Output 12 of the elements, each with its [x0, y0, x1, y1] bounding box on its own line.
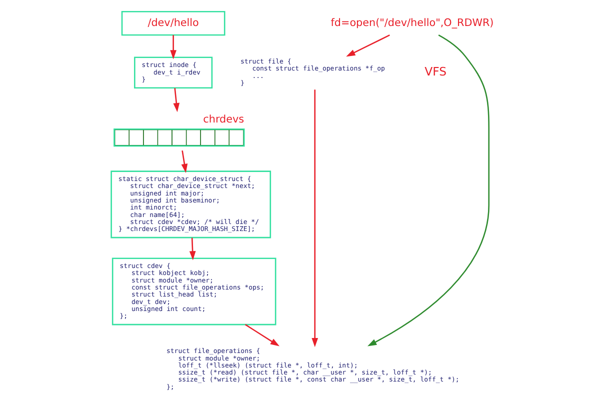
arrow: [173, 88, 180, 112]
arrow: [181, 150, 188, 172]
arrow: [346, 34, 390, 56]
node-text: fd=open("/dev/hello",O_RDWR): [330, 16, 494, 28]
label: VFS: [424, 64, 447, 78]
arrow: [170, 34, 176, 59]
node-label: chrdevs: [203, 113, 244, 126]
arrow: [312, 89, 318, 347]
arrow: [367, 34, 490, 346]
arrow: [244, 324, 280, 346]
node-box: /dev/hello: [121, 10, 226, 36]
arrow: [189, 237, 196, 260]
